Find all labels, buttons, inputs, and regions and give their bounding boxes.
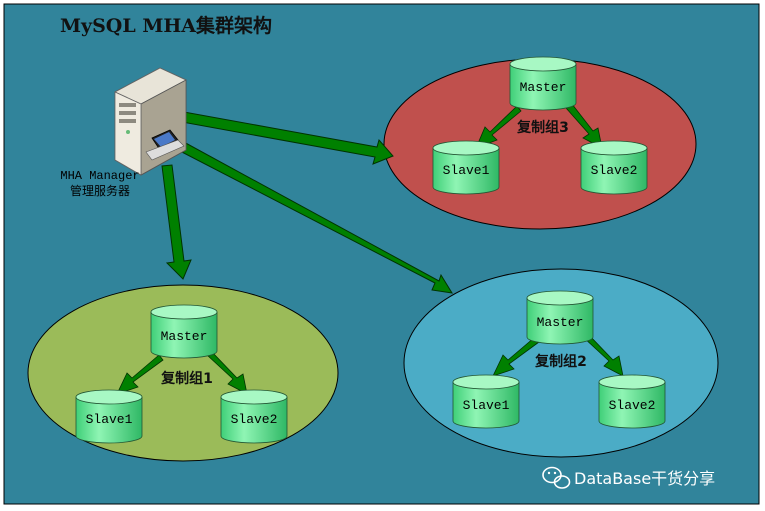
group-2-name: 复制组2 [534,353,587,370]
group-3-name: 复制组3 [516,119,569,136]
group-2-arrow-left [492,336,540,377]
group-2-slave1-db-icon [452,374,520,429]
group-1-master-label: Master [161,329,208,344]
watermark-text: DataBase干货分享 [574,469,715,488]
group-1-slave2-label: Slave2 [231,412,278,427]
arrow-to-group-1 [161,164,192,280]
group-1-slave1-db-icon [75,389,143,444]
manager-label-line1: MHA Manager [60,169,139,183]
group-1-master-db-icon [150,304,218,359]
watermark: DataBase干货分享 [542,466,715,489]
group-2-master-label: Master [537,315,584,330]
arrow-to-group-2 [177,140,453,294]
group-3-slave1-label: Slave1 [443,163,490,178]
group-2-slave2-label: Slave2 [609,398,656,413]
manager-arrows [161,111,453,294]
wechat-icon [542,466,571,489]
replication-group-3: Master 复制组3 Slave1 Slave2 [432,56,648,195]
group-3-slave2-label: Slave2 [591,163,638,178]
group-1-slave2-db-icon [220,389,288,444]
replication-group-1: Master 复制组1 Slave1 Slave2 [75,304,288,444]
group-3-arrow-right [565,103,603,149]
group-3-slave1-db-icon [432,140,500,195]
group-3-slave2-db-icon [580,140,648,195]
group-3-master-label: Master [520,80,567,95]
arrow-to-group-3 [181,111,394,165]
replication-group-2: Master 复制组2 Slave1 Slave2 [452,290,666,429]
manager-label-line2: 管理服务器 [70,183,130,198]
group-2-master-db-icon [526,290,594,345]
group-1-name: 复制组1 [160,370,213,387]
server-icon [114,67,187,176]
group-1-arrow-right [206,350,248,395]
group-3-master-db-icon [509,56,577,111]
diagram-title: MySQL MHA集群架构 [60,14,272,37]
group-1-slave1-label: Slave1 [86,412,133,427]
group-2-slave2-db-icon [598,374,666,429]
group-2-slave1-label: Slave1 [463,398,510,413]
group-1-arrow-left [116,354,164,395]
